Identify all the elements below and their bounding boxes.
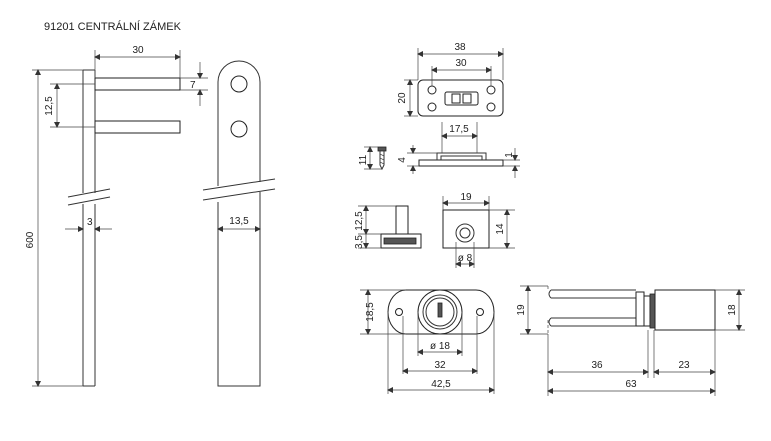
mount-plate <box>417 79 504 117</box>
dim-catch-h-bottom: 3,5 <box>354 235 365 249</box>
screw <box>364 146 387 171</box>
dim-bar-thickness: 3 <box>87 217 93 228</box>
dimension-lines-plate <box>404 48 504 117</box>
bar-side-view <box>67 69 181 387</box>
dim-catch-w: 19 <box>460 192 472 203</box>
lock-side-view <box>520 285 745 396</box>
bracket <box>407 122 520 178</box>
dim-bar-width: 13,5 <box>229 216 249 227</box>
catch-front-view <box>442 196 515 268</box>
bar-front-view <box>202 60 276 387</box>
dim-side-a: 36 <box>591 360 603 371</box>
dim-side-body-h: 18 <box>727 304 738 316</box>
dim-side-total: 63 <box>625 379 637 390</box>
dim-lock-total: 42,5 <box>431 379 451 390</box>
dim-catch-h: 14 <box>495 223 506 235</box>
catch-side-view <box>358 205 422 249</box>
dim-bracket-width: 17,5 <box>449 124 469 135</box>
drawing-title: 91201 CENTRÁLNÍ ZÁMEK <box>44 20 182 33</box>
dim-side-h: 19 <box>516 304 527 316</box>
dim-pin-length: 30 <box>132 45 144 56</box>
dim-plate-height: 20 <box>397 92 408 104</box>
dim-screw-len: 11 <box>358 154 369 165</box>
dim-pin-diam: 7 <box>190 80 196 91</box>
dim-catch-hole: ø 8 <box>458 253 473 264</box>
dim-catch-h-top: 12,5 <box>354 211 365 231</box>
dim-lock-diam: ø 18 <box>430 341 450 352</box>
dim-bar-height: 600 <box>25 231 36 248</box>
lock-front-view <box>360 289 495 394</box>
dim-lock-hole-span: 32 <box>434 360 446 371</box>
dimension-lines-left <box>32 50 208 387</box>
dim-lock-plate-h: 18,5 <box>365 302 376 322</box>
dim-plate-holes: 30 <box>455 58 467 69</box>
dim-bracket-t: 1 <box>504 152 515 158</box>
dim-pin-spacing: 12,5 <box>44 96 55 116</box>
dim-bracket-h: 4 <box>397 157 408 163</box>
dim-side-b: 23 <box>678 360 690 371</box>
dim-plate-total: 38 <box>454 42 466 53</box>
